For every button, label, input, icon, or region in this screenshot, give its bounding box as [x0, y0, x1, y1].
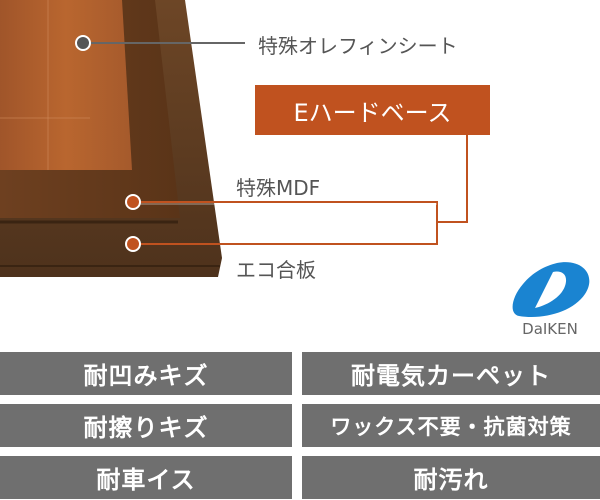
label-mdf: 特殊MDF	[236, 176, 321, 200]
sheet-marker-dot	[75, 35, 91, 51]
feature-stain-resistance: 耐汚れ	[302, 456, 600, 499]
daiken-logo-text: DaIKEN	[522, 320, 578, 338]
flooring-layers-illustration	[0, 0, 468, 277]
leader-lines	[83, 42, 468, 245]
feature-wheelchair-resistance: 耐車イス	[0, 456, 292, 499]
label-olefin-sheet: 特殊オレフィンシート	[258, 34, 458, 58]
label-plywood: エコ合板	[236, 258, 316, 282]
mdf-marker-dot	[125, 194, 141, 210]
feature-electric-carpet-resistance: 耐電気カーペット	[302, 352, 600, 395]
label-e-hard-base: Eハードベース	[255, 85, 490, 135]
feature-no-wax-antibacterial: ワックス不要・抗菌対策	[302, 404, 600, 447]
plywood-marker-dot	[125, 236, 141, 252]
feature-dent-resistance: 耐凹みキズ	[0, 352, 292, 395]
olefin-sheet-layer	[0, 0, 132, 170]
daiken-logo-mark	[512, 262, 590, 318]
feature-scratch-resistance: 耐擦りキズ	[0, 404, 292, 447]
daiken-logo: DaIKEN	[505, 258, 595, 343]
